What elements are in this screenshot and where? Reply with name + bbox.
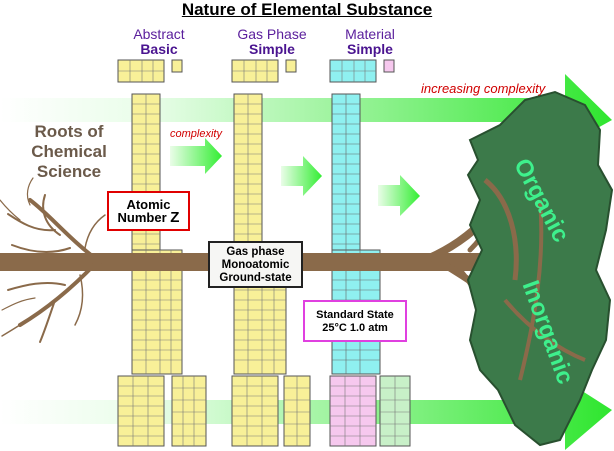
complexity-label: complexity (170, 128, 222, 140)
roots-label-line: Science (36, 162, 102, 181)
column-header-top: Gas Phase (237, 26, 307, 42)
green-arrow-icon (281, 156, 322, 196)
gas-phase-line: Ground-state (219, 272, 292, 284)
increasing-complexity-label: increasing complexity (421, 81, 546, 96)
atomic-number-box: Atomic Number Z (107, 191, 190, 231)
green-arrow-icon (0, 74, 612, 146)
column-header-bottom: Simple (249, 41, 295, 57)
page-title: Nature of Elemental Substance (181, 0, 433, 19)
green-arrow-icon (378, 175, 420, 216)
standard-state-line: 25°C 1.0 atm (322, 322, 388, 334)
atomic-number-line1: Atomic (126, 197, 171, 212)
roots-label: Roots of Chemical Science (20, 122, 118, 182)
gas-phase-box: Gas phase Monoatomic Ground-state (208, 241, 303, 288)
atomic-number-word: Number (117, 210, 167, 225)
column-header-abstract: Abstract Basic (120, 27, 198, 57)
column-header-bottom: Basic (140, 41, 178, 57)
column-header-bottom: Simple (347, 41, 393, 57)
column-header-gas-phase: Gas Phase Simple (230, 27, 314, 57)
atomic-number-line2: Number Z (109, 209, 188, 226)
standard-state-line: Standard State (316, 309, 394, 321)
column-header-material: Material Simple (330, 27, 410, 57)
roots-label-line: Chemical (31, 142, 107, 161)
standard-state-box: Standard State 25°C 1.0 atm (303, 300, 407, 342)
green-arrow-icon (170, 138, 222, 174)
gas-phase-line: Monoatomic (221, 259, 290, 271)
atomic-number-symbol: Z (170, 209, 180, 226)
roots-label-line: Roots of (34, 122, 104, 141)
tree-canopy-icon (466, 90, 614, 447)
gas-phase-line: Gas phase (226, 246, 285, 258)
column-header-top: Abstract (133, 26, 185, 42)
column-header-top: Material (345, 26, 395, 42)
